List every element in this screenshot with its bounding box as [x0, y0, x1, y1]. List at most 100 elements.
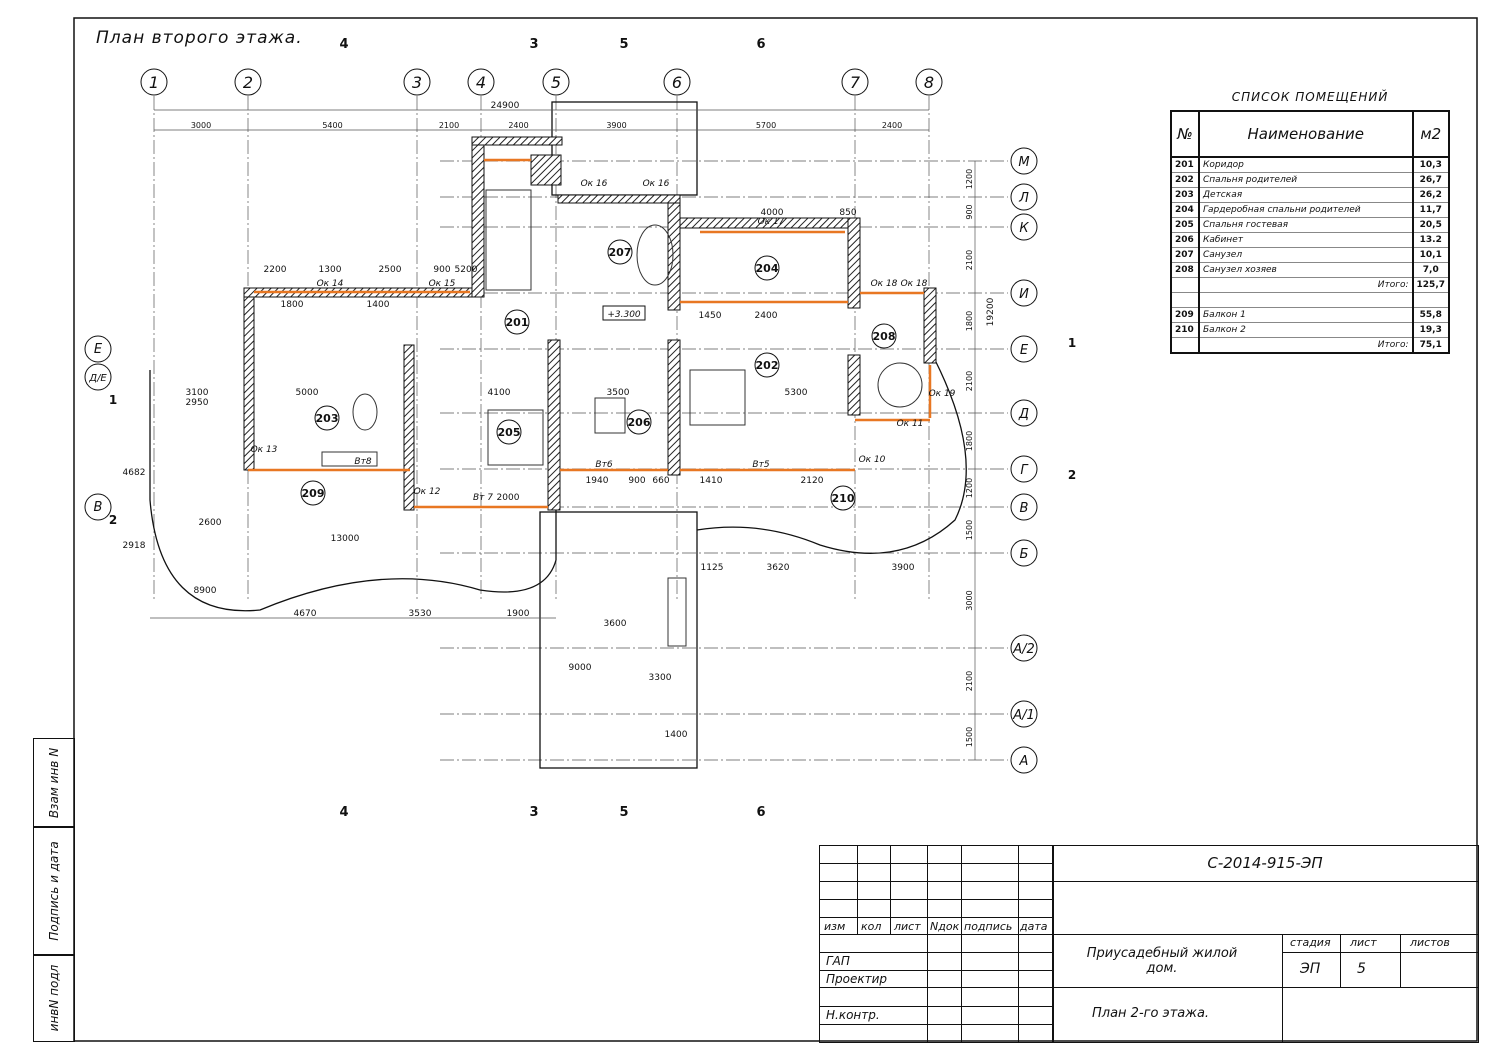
top-extension — [551, 101, 698, 196]
bathtub-208 — [877, 362, 923, 408]
room-number-bubble — [607, 239, 633, 265]
room-area: 7,0 — [1411, 262, 1450, 278]
room-name: Коридор — [1198, 156, 1414, 173]
total-label: Итого: — [1198, 277, 1414, 293]
dimension-segment: 5400 — [322, 121, 342, 130]
title-block-line — [1400, 934, 1401, 987]
room-name: Спальня родителей — [1198, 172, 1414, 188]
dimension-interior: 1410 — [700, 476, 723, 486]
axis-label-row: А/2 — [1012, 642, 1035, 657]
room-number-bubble — [754, 352, 780, 378]
axis-bubble — [467, 68, 495, 96]
dimension-segment: 2100 — [965, 671, 974, 691]
dimension-interior: 3500 — [607, 388, 630, 398]
axis-bubble — [1010, 539, 1038, 567]
dimension-segment: 3620 — [767, 563, 790, 573]
room-name: Спальня гостевая — [1198, 217, 1414, 233]
section-marker: 2 — [109, 513, 117, 527]
room-number: 209 — [302, 487, 325, 500]
dimension-interior: 1400 — [367, 300, 390, 310]
title-block-line — [820, 899, 1052, 900]
axis-label-row-left: В — [94, 500, 103, 515]
room-area: 10,3 — [1411, 156, 1450, 173]
title-block-line — [820, 934, 1478, 935]
dimension-segment: 3900 — [606, 121, 626, 130]
room-number: 210 — [832, 492, 855, 505]
stamp-replacement: Взам инв N — [33, 738, 75, 828]
room-area: 20,5 — [1411, 217, 1450, 233]
opening-label: Ок 10 — [859, 455, 886, 465]
axis-label-column: 2 — [243, 73, 253, 92]
dimension-interior: 9000 — [569, 663, 592, 673]
dimension-total: 24900 — [491, 101, 520, 111]
axis-label-row: А/1 — [1012, 708, 1035, 723]
bed-202 — [689, 369, 746, 426]
title-block-line — [1052, 987, 1478, 988]
dimension-segment: 1500 — [965, 727, 974, 747]
header-name: Наименование — [1198, 110, 1414, 158]
axis-label-row: И — [1019, 287, 1029, 302]
title-block-line — [961, 846, 962, 1042]
section-marker: 2 — [1068, 468, 1076, 482]
room-number-bubble — [754, 255, 780, 281]
title-block-line — [857, 846, 858, 934]
title-block-line — [820, 863, 1052, 864]
axis-label-column: 5 — [551, 73, 561, 92]
axis-label-row-left: Д/Е — [88, 373, 107, 384]
room-number-bubble — [626, 409, 652, 435]
dimension-interior: 1450 — [699, 311, 722, 321]
room-number-bubble — [871, 323, 897, 349]
axis-label-column: 6 — [672, 73, 682, 92]
opening-label: Ок 16 — [581, 179, 608, 189]
dimension-interior: 4100 — [488, 388, 511, 398]
section-marker: 4 — [339, 37, 348, 52]
room-num: 207 — [1170, 247, 1200, 263]
dimension-segment: 1125 — [701, 563, 724, 573]
room-num: 201 — [1170, 156, 1200, 173]
dimension-segment: 5700 — [756, 121, 776, 130]
title-block-role: Проектир — [826, 972, 888, 986]
total-value: 75,1 — [1411, 337, 1450, 354]
dimension-segment: 2400 — [508, 121, 528, 130]
dimension-interior: 1400 — [665, 730, 688, 740]
room-area: 26,2 — [1411, 187, 1450, 203]
dimension-interior: 1940 — [586, 476, 609, 486]
title-block-column-label: лист — [894, 920, 921, 933]
window-openings — [248, 158, 932, 509]
room-number-bubble — [314, 405, 340, 431]
axis-label-column: 4 — [476, 73, 486, 92]
room-number: 205 — [498, 426, 521, 439]
dimension-segment: 1800 — [965, 311, 974, 331]
title-block: С-2014-915-ЭП Приусадебный жилой дом. Пл… — [819, 845, 1479, 1043]
total-label: Итого: — [1198, 337, 1414, 354]
header-num: № — [1170, 110, 1200, 158]
walls — [243, 136, 937, 511]
dimension-interior: 660 — [652, 476, 669, 486]
title-block-line — [1052, 846, 1054, 1042]
balcony-209-outline — [149, 370, 557, 612]
dimension-segment: 1200 — [965, 169, 974, 189]
room-num: 202 — [1170, 172, 1200, 188]
dimension-interior: 2600 — [199, 518, 222, 528]
dimension-interior: 13000 — [331, 534, 360, 544]
sheets-label: листов — [1410, 936, 1450, 949]
room-name: Балкон 2 — [1198, 322, 1414, 338]
room-num: 209 — [1170, 307, 1200, 323]
rug-203 — [352, 393, 378, 431]
dimension-interior: 2200 — [264, 265, 287, 275]
room-area: 10,1 — [1411, 247, 1450, 263]
dimension-interior: 5000 — [296, 388, 319, 398]
bathtub-207 — [636, 224, 674, 286]
dimension-interior: 8900 — [194, 586, 217, 596]
room-name: Балкон 1 — [1198, 307, 1414, 323]
axis-bubble — [841, 68, 869, 96]
title-block-line — [1018, 846, 1019, 1042]
room-num: 210 — [1170, 322, 1200, 338]
opening-label: Вт6 — [595, 460, 612, 470]
